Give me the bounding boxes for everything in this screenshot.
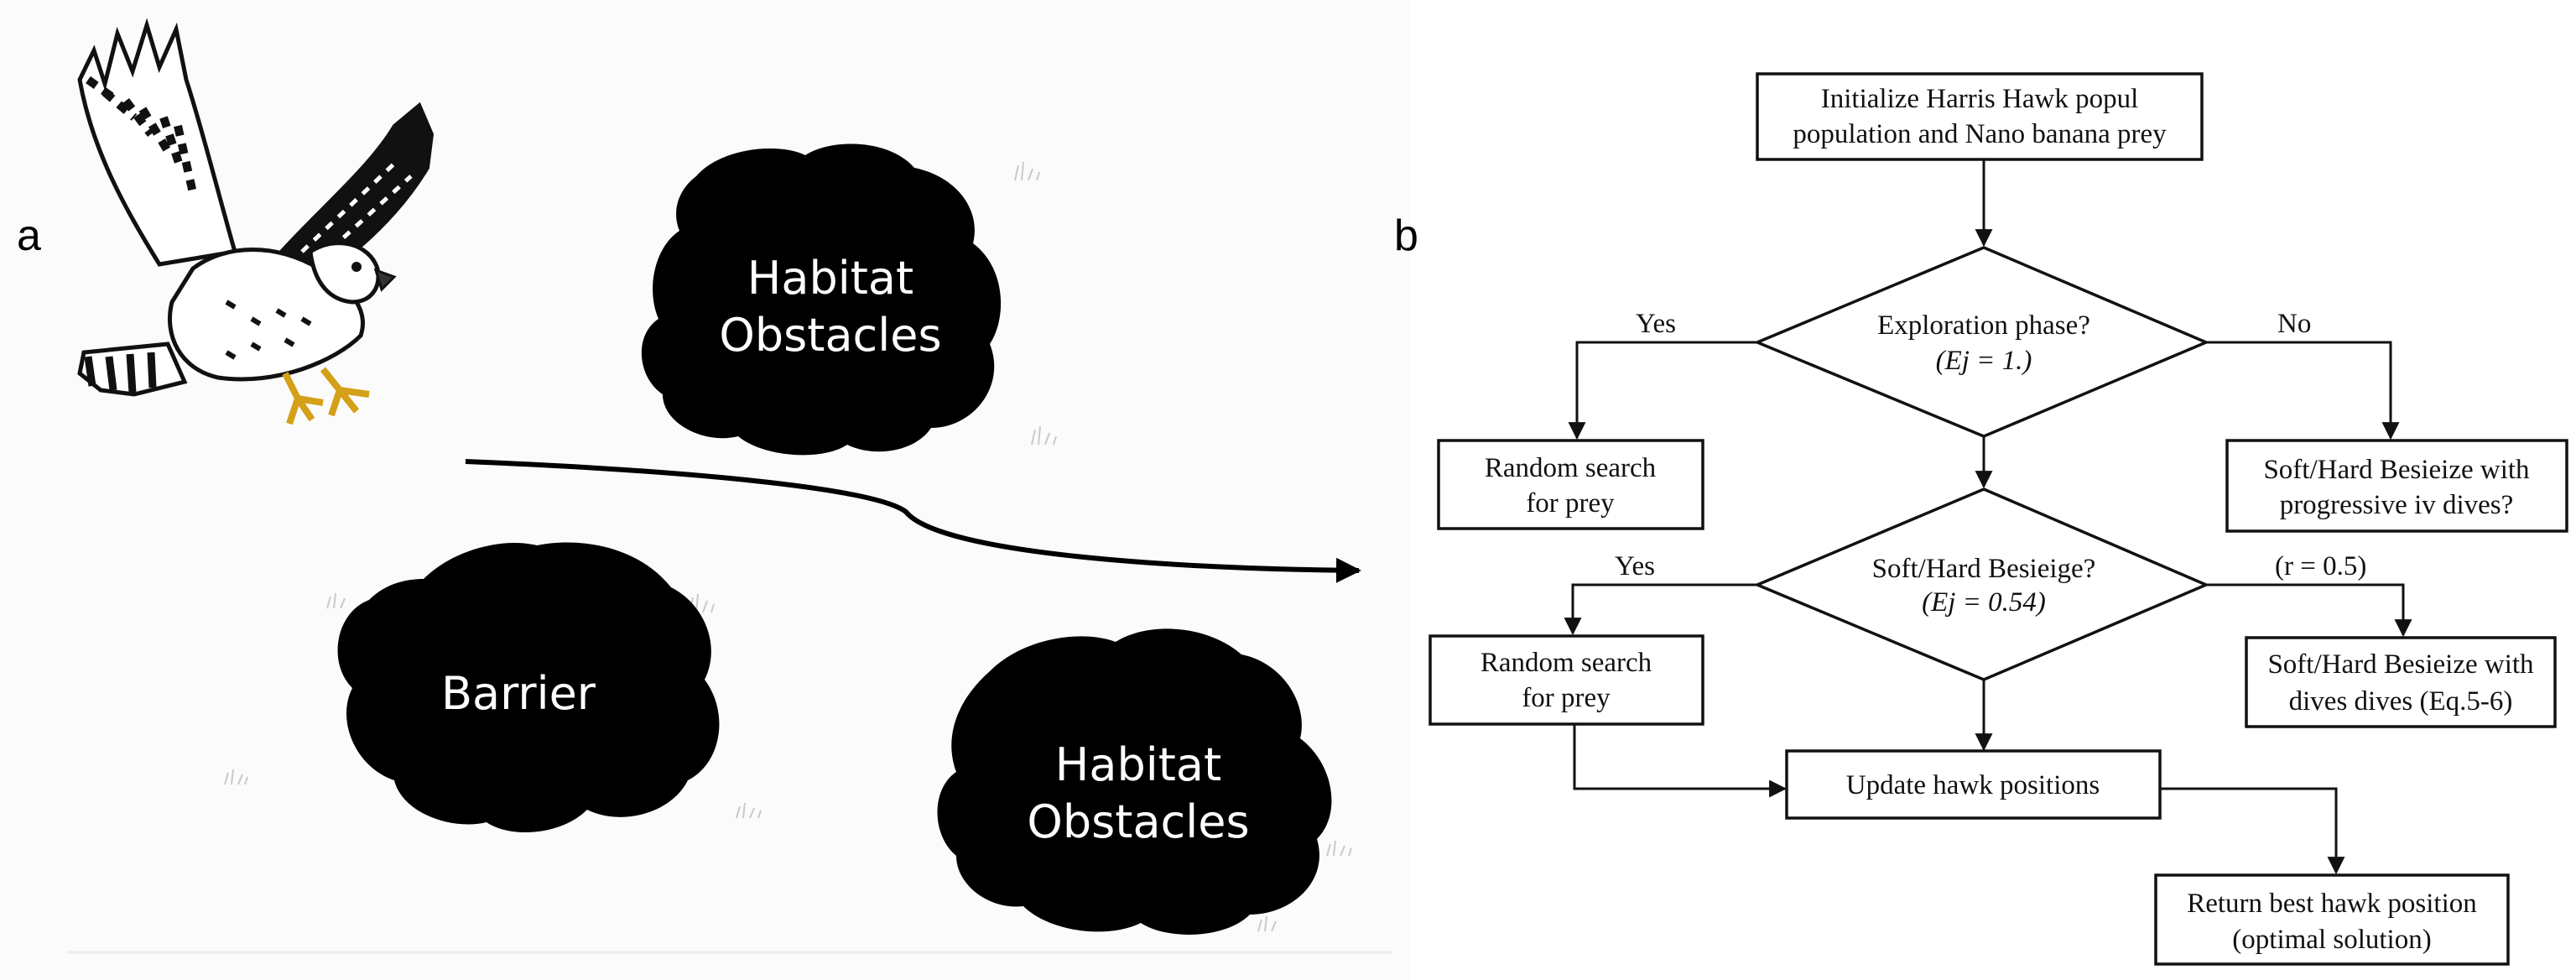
- return-line1: Return best hawk position: [2187, 889, 2477, 919]
- decision1-line2: (Ej = 1.): [1936, 346, 2032, 376]
- update-label: Update hawk positions: [1846, 770, 2100, 800]
- obstacle-blob: [337, 542, 720, 832]
- flowchart-decision-besiege: Soft/Hard Besieige? (Ej = 0.54): [1753, 487, 2210, 681]
- return-line2: (optimal solution): [2232, 925, 2431, 955]
- soft-hard-2-line1: Soft/Hard Besieize with: [2267, 649, 2534, 680]
- arrow-decision1-no: [2206, 341, 2400, 440]
- flowchart-update-box: Update hawk positions: [1785, 749, 2162, 820]
- arrow-decision2-right: [2206, 583, 2412, 638]
- obstacle-blob: [937, 628, 1332, 935]
- soft-hard-2-line2: dives dives (Eq.5-6): [2289, 686, 2513, 717]
- decision1-no-label: No: [2277, 309, 2311, 339]
- flowchart-return-box: Return best hawk position (optimal solut…: [2154, 873, 2510, 966]
- obstacle-habitat-top: Habitat Obstacles: [641, 143, 1002, 456]
- hawk-eye: [351, 262, 362, 272]
- obstacle-label-line2: Obstacles: [719, 309, 941, 362]
- decision1-line1: Exploration phase?: [1877, 310, 2090, 341]
- flowchart-random-search-1: Random search for prey: [1437, 439, 1704, 530]
- hawk-talons: [282, 367, 370, 425]
- start-line2: population and Nano banana prey: [1793, 119, 2167, 149]
- decision2-line2: (Ej = 0.54): [1922, 587, 2046, 618]
- panel-b: b Initialize Harris Hawk popul populatio…: [1394, 72, 2568, 966]
- flowchart-random-search-2: Random search for prey: [1429, 634, 1704, 726]
- arrow-decision1-yes: [1568, 341, 1757, 440]
- start-line1: Initialize Harris Hawk popul: [1821, 84, 2138, 114]
- arrow-decision2-yes: [1564, 583, 1757, 636]
- random-search-1-line2: for prey: [1526, 488, 1615, 519]
- flowchart-soft-hard-2: Soft/Hard Besieize with dives dives (Eq.…: [2245, 636, 2557, 728]
- soft-hard-1-line2: progressive iv dives?: [2280, 490, 2514, 520]
- panel-a: a: [17, 18, 1392, 954]
- flowchart-soft-hard-1: Soft/Hard Besieize with progressive iv d…: [2225, 439, 2568, 533]
- obstacle-habitat-bottom: Habitat Obstacles: [937, 628, 1332, 935]
- random-search-1-line1: Random search: [1485, 453, 1657, 483]
- random-search-2-line2: for prey: [1522, 683, 1611, 713]
- obstacle-label-line2: Obstacles: [1027, 795, 1249, 848]
- decision2-right-label: (r = 0.5): [2275, 551, 2366, 581]
- panel-a-label: a: [17, 211, 41, 260]
- flight-path-arrow: [465, 459, 1361, 583]
- obstacle-label-line1: Barrier: [441, 667, 596, 720]
- obstacle-blob: [641, 143, 1002, 456]
- arrow-update-to-return: [2160, 787, 2345, 875]
- decision2-yes-label: Yes: [1615, 551, 1655, 581]
- obstacle-barrier: Barrier: [337, 542, 720, 832]
- decision1-yes-label: Yes: [1636, 309, 1676, 339]
- obstacle-label-line1: Habitat: [1055, 738, 1221, 791]
- hawk-beak: [373, 268, 397, 292]
- flowchart-decision-exploration: Exploration phase? (Ej = 1.): [1753, 246, 2210, 438]
- hawk-icon: [77, 18, 435, 425]
- soft-hard-1-line1: Soft/Hard Besieize with: [2263, 455, 2530, 485]
- panel-b-label: b: [1394, 211, 1418, 260]
- flowchart-start-box: Initialize Harris Hawk popul population …: [1756, 72, 2204, 161]
- arrow-random-search-2-to-update: [1573, 724, 1788, 798]
- random-search-2-line1: Random search: [1481, 648, 1652, 678]
- obstacle-label-line1: Habitat: [747, 252, 913, 305]
- decision2-line1: Soft/Hard Besieige?: [1872, 554, 2096, 584]
